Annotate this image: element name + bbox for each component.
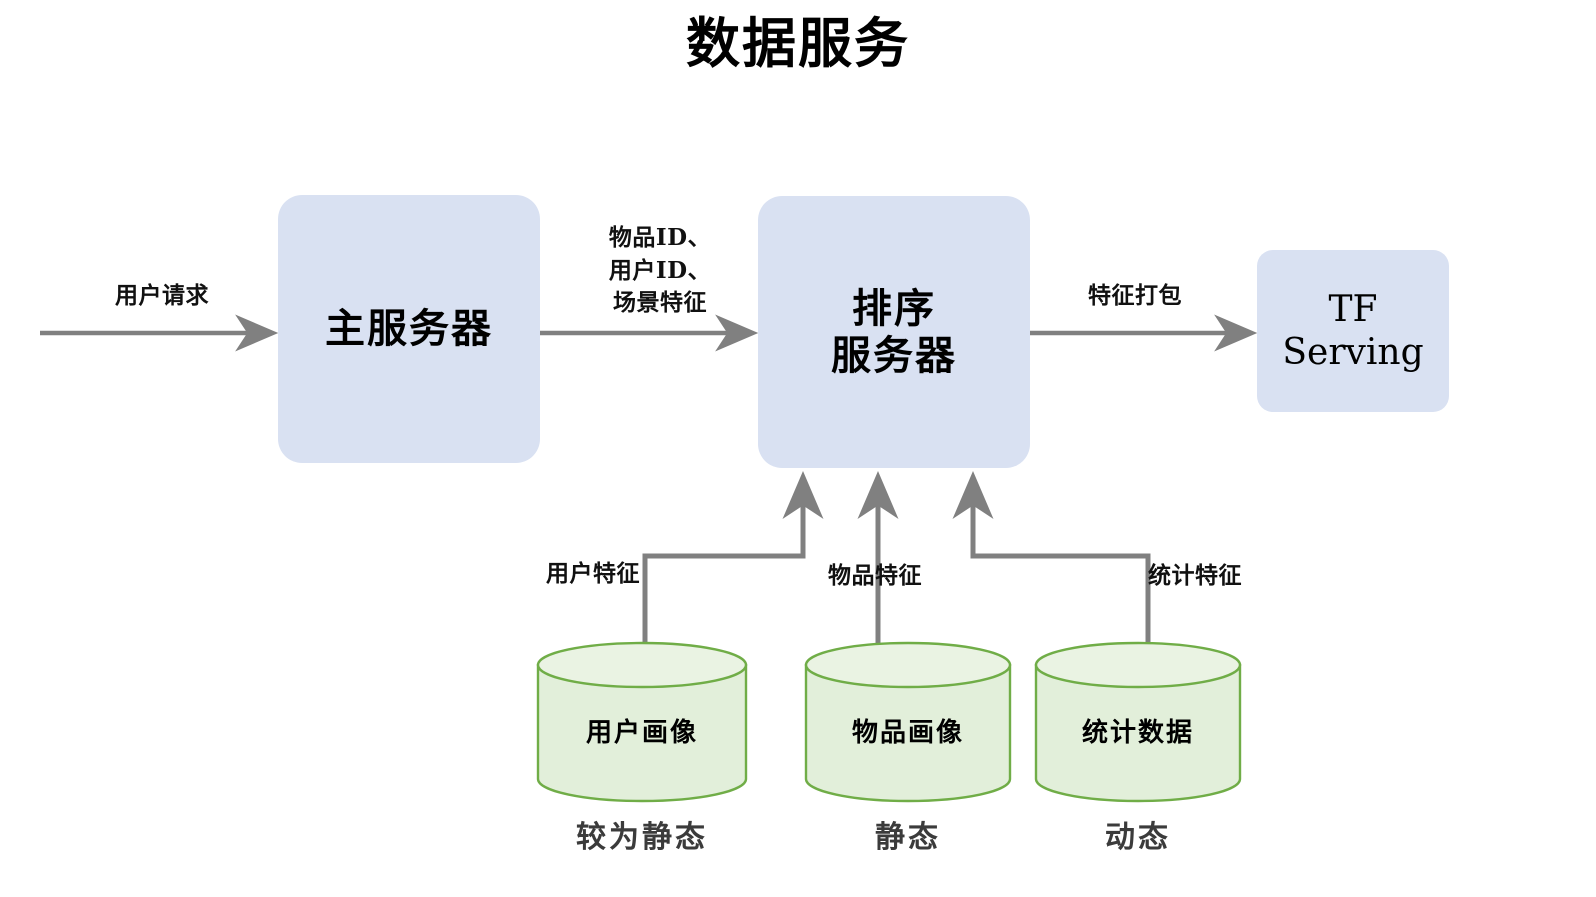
datastore-caption-stat-data: 动态 <box>1105 820 1171 855</box>
edge-label-feature-pack: 特征打包 <box>1088 282 1182 309</box>
datastore-caption-item-profile: 静态 <box>875 820 941 855</box>
edge-label-user-feature: 用户特征 <box>546 560 640 587</box>
node-tf-serving[interactable]: TF Serving <box>1257 250 1449 412</box>
datastore-caption-user-profile: 较为静态 <box>576 820 708 855</box>
arrow-stat-feature <box>952 471 1151 645</box>
edge-label-stat-feature: 统计特征 <box>1148 562 1242 589</box>
datastore-stat-data-label: 统计数据 <box>1081 718 1194 748</box>
datastore-stat-data[interactable]: 统计数据 <box>1033 640 1243 804</box>
database-cylinder-icon <box>804 641 1012 803</box>
datastore-user-profile[interactable]: 用户画像 <box>535 640 749 804</box>
database-cylinder-icon <box>1034 641 1242 803</box>
edge-label-ids-and-context: 物品ID、 用户ID、 场景特征 <box>608 224 712 317</box>
database-cylinder-icon <box>536 641 748 803</box>
node-rank-server[interactable]: 排序 服务器 <box>758 196 1030 468</box>
edge-label-user-request: 用户请求 <box>115 282 209 309</box>
page-title: 数据服务 <box>686 11 910 75</box>
datastore-user-profile-label: 用户画像 <box>585 718 698 748</box>
datastore-item-profile[interactable]: 物品画像 <box>803 640 1013 804</box>
arrow-user-feature <box>642 471 824 645</box>
node-main-server[interactable]: 主服务器 <box>278 195 540 463</box>
datastore-item-profile-label: 物品画像 <box>851 718 964 748</box>
node-rank-server-label: 排序 服务器 <box>831 284 957 379</box>
node-tf-serving-label: TF Serving <box>1282 288 1424 373</box>
edge-label-item-feature: 物品特征 <box>828 562 922 589</box>
node-main-server-label: 主服务器 <box>325 305 493 353</box>
